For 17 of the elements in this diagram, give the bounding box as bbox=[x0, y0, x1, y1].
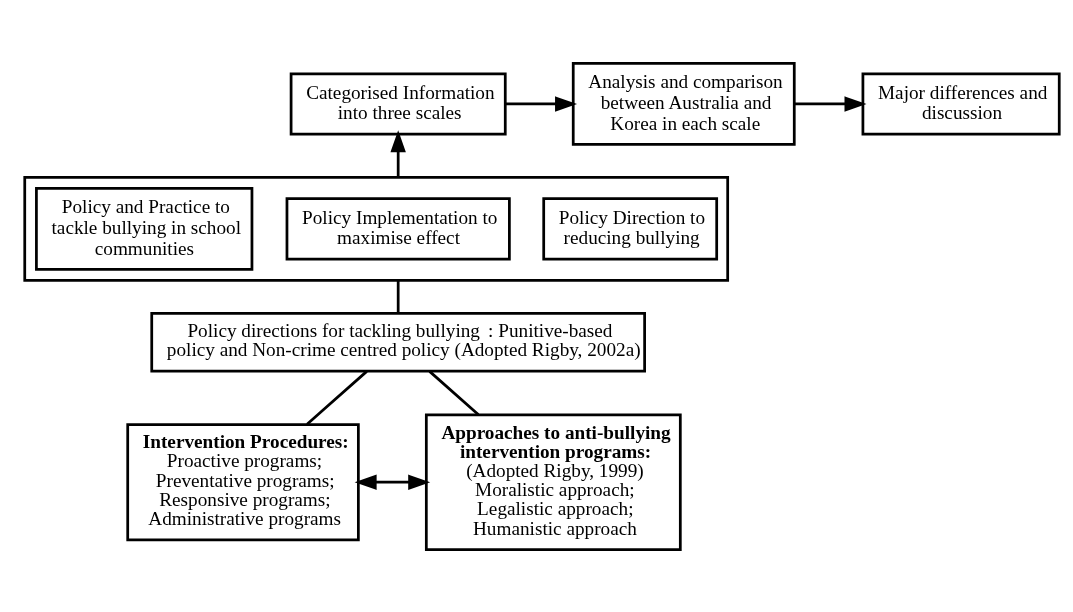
node-box: Policy and Practice to tackle bullying in school communities bbox=[35, 186, 254, 271]
node-box: Approaches to anti-bullying intervention programs: (Adopted Rigby, 1999) Moralistic approach; Legalistic approach; Humanistic approach bbox=[424, 413, 682, 551]
arrow bbox=[354, 474, 431, 490]
node-box: Analysis and comparison between Australia and Korea in each scale bbox=[571, 61, 796, 146]
node-box: Policy directions for tackling bullying: Punitive-based policy and Non-crime centred policy (Adopted Rigby, 2002a) bbox=[150, 311, 646, 372]
arrow bbox=[390, 129, 406, 177]
connector bbox=[428, 369, 480, 416]
arrow bbox=[505, 95, 578, 112]
connector bbox=[306, 369, 368, 425]
node-box: Categorised Information into three scales bbox=[289, 71, 507, 136]
arrow bbox=[794, 95, 867, 112]
node-box: Major differences and discussion bbox=[861, 71, 1061, 136]
node-box: Policy Implementation to maximise effect bbox=[285, 196, 511, 260]
cluster bbox=[23, 175, 730, 282]
connector bbox=[396, 279, 400, 313]
node-box: Policy Direction to reducing bullying bbox=[542, 196, 719, 260]
node-box: Intervention Procedures: Proactive programs; Preventative programs; Responsive programs; Administrative programs bbox=[126, 422, 360, 541]
